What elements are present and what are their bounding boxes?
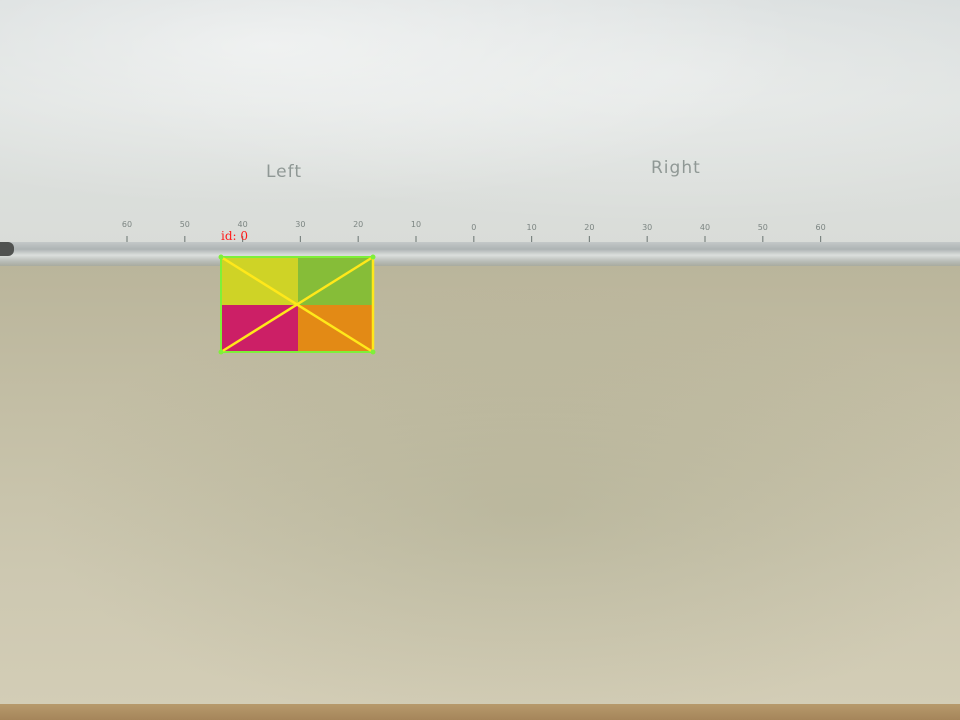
whiteboard-ruler: 60 50 40 30 20 10 0 10 20 30 40 50 60 [122, 220, 826, 244]
ruler-tick-label: 20 [353, 220, 363, 229]
ruler-tick-label: 50 [180, 220, 190, 229]
board-label-left: Left [266, 162, 302, 182]
board-label-right: Right [651, 158, 701, 178]
ruler-tick-label: 30 [642, 223, 652, 232]
whiteboard: Left Right 60 50 40 30 20 10 0 10 20 30 40 50 60 [0, 0, 960, 252]
marker-quadrant-bottom-right [298, 305, 373, 352]
whiteboard-tray [0, 242, 960, 266]
ruler-tick-label: 60 [122, 220, 132, 229]
tray-end-cap [0, 242, 14, 256]
ruler-tick-label: 20 [584, 223, 594, 232]
marker-quadrant-bottom-left [221, 305, 298, 352]
marker-quadrant-top-right [298, 257, 373, 305]
wall [0, 266, 960, 706]
fiducial-marker [221, 257, 373, 352]
ruler-tick-label: 10 [527, 223, 537, 232]
ruler-tick-label: 10 [411, 220, 421, 229]
ruler-tick-label: 40 [238, 220, 248, 229]
floor-strip [0, 704, 960, 720]
ruler-tick-label: 40 [700, 223, 710, 232]
ruler-tick-label: 30 [295, 220, 305, 229]
marker-quadrant-top-left [221, 257, 298, 305]
ruler-tick-label: 50 [758, 223, 768, 232]
marker-id-label: id: 0 [221, 229, 249, 243]
ruler-tick-label: 60 [816, 223, 826, 232]
ruler-tick-label: 0 [471, 223, 476, 232]
